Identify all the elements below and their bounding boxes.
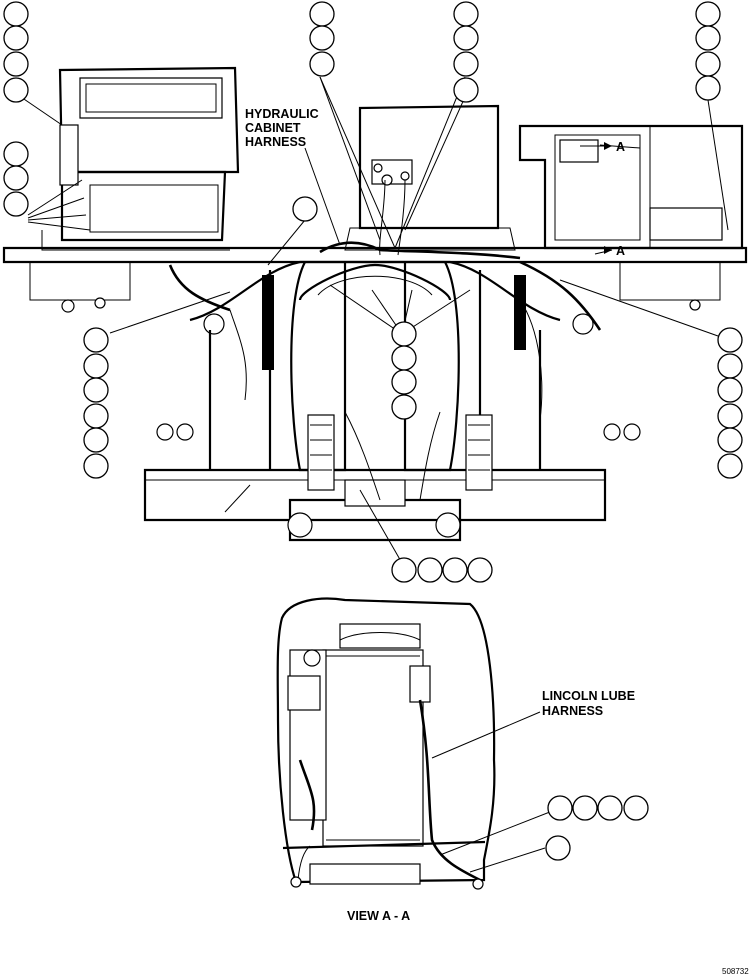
callout-bubble: [442, 557, 468, 583]
callout-bubble: [695, 25, 721, 51]
callout-bubble: [695, 1, 721, 27]
callout-bubble: [717, 427, 743, 453]
callout-bubble: [83, 403, 109, 429]
callout-bubble: [83, 427, 109, 453]
arch-frame: [189, 260, 594, 472]
lower-structure: [143, 414, 641, 542]
callout-bubble: [83, 327, 109, 353]
hydraulic-label-line3: HARNESS: [245, 135, 306, 149]
callout-bubble: [292, 196, 318, 222]
harness-wires: [168, 179, 602, 501]
callout-bubble: [391, 394, 417, 420]
callout-bubble: [309, 1, 335, 27]
callout-bubble: [391, 345, 417, 371]
callout-bubble: [391, 557, 417, 583]
hydraulic-label-line2: CABINET: [245, 121, 301, 135]
hydraulic-harness-label: HYDRAULIC CABINET HARNESS: [245, 107, 341, 246]
callout-bubble: [717, 453, 743, 479]
view-a-a: LINCOLN LUBE HARNESS VIEW A - A: [276, 597, 635, 923]
hydraulic-cabinet: [344, 104, 516, 251]
callout-bubble: [453, 77, 479, 103]
callout-bubble: [83, 353, 109, 379]
callout-bubble: [3, 77, 29, 103]
callout-bubble: [695, 75, 721, 101]
section-marker-top: A: [616, 140, 625, 154]
main-machine-view: A A HYDRAULIC CABINET HARNESS: [2, 66, 748, 542]
callout-bubble: [623, 795, 649, 821]
lincoln-label-line2: HARNESS: [542, 704, 603, 718]
section-markers: A A: [580, 140, 625, 258]
callout-bubble: [391, 369, 417, 395]
right-cabinet: [518, 124, 744, 250]
callout-bubble: [717, 353, 743, 379]
callout-bubble: [545, 835, 571, 861]
callout-bubble: [309, 25, 335, 51]
callout-bubble: [3, 191, 29, 217]
callout-bubble: [309, 51, 335, 77]
callout-bubble: [417, 557, 443, 583]
callout-bubble: [547, 795, 573, 821]
callout-bubble: [3, 165, 29, 191]
main-deck: [2, 246, 748, 313]
callout-bubble: [695, 51, 721, 77]
drawing-number: 508732: [722, 967, 749, 976]
callout-bubble: [717, 403, 743, 429]
callout-bubble: [83, 453, 109, 479]
callout-bubbles: [3, 1, 743, 861]
callout-bubble: [572, 795, 598, 821]
callout-bubble: [453, 51, 479, 77]
callout-bubble: [717, 377, 743, 403]
callout-bubble: [467, 557, 493, 583]
section-marker-bottom: A: [616, 244, 625, 258]
callout-bubble: [453, 1, 479, 27]
hydraulic-label-line1: HYDRAULIC: [245, 107, 319, 121]
callout-bubble: [391, 321, 417, 347]
lincoln-label-line1: LINCOLN LUBE: [542, 689, 635, 703]
callout-bubble: [3, 51, 29, 77]
left-cabinet: [41, 66, 240, 251]
callout-bubble: [3, 25, 29, 51]
callout-bubble: [453, 25, 479, 51]
view-title: VIEW A - A: [347, 909, 410, 923]
callout-bubble: [597, 795, 623, 821]
callout-bubble: [717, 327, 743, 353]
callout-bubble: [83, 377, 109, 403]
callout-bubble: [3, 1, 29, 27]
callout-bubble: [3, 141, 29, 167]
